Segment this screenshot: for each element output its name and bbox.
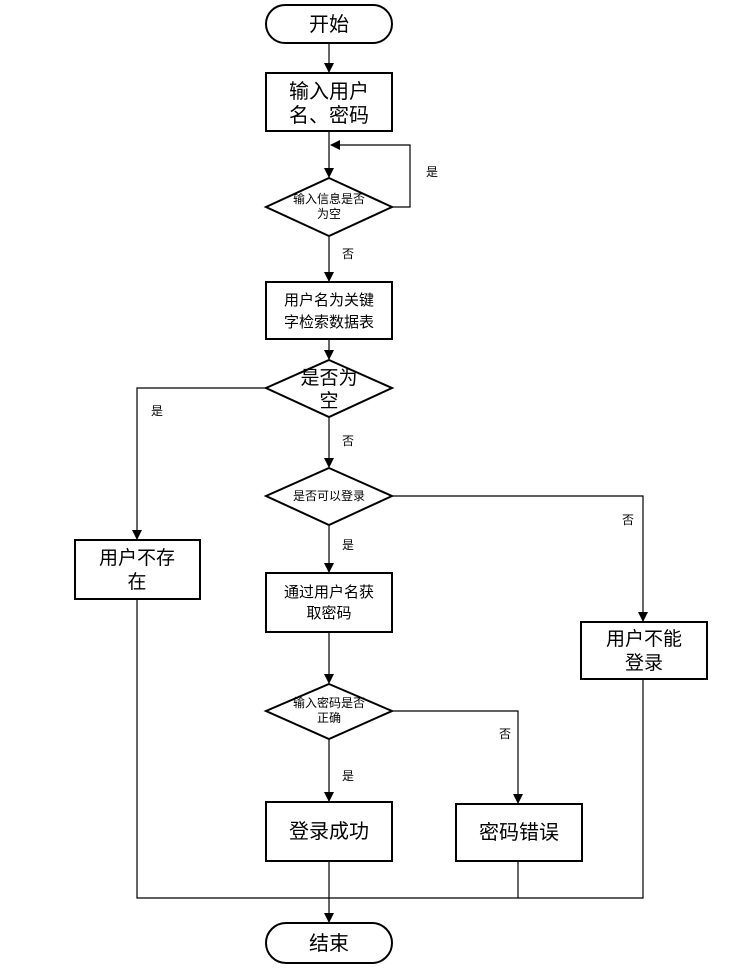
- connectors: [132, 43, 648, 923]
- user-cannot-login-line-1: 用户不能: [606, 628, 682, 650]
- label-yes-can-login: 是: [342, 538, 354, 552]
- label-no-password: 否: [499, 727, 511, 741]
- label-no-can-login: 否: [622, 513, 634, 527]
- search-line-1: 用户名为关键: [284, 291, 374, 309]
- result-empty-decision: 是否为 空: [263, 358, 395, 419]
- login-success-box: 登录成功: [265, 801, 393, 862]
- start-terminal: 开始: [265, 4, 393, 44]
- can-login-decision: 是否可以登录: [263, 466, 395, 527]
- check-empty-line-2: 为空: [317, 207, 341, 221]
- input-credentials-box: 输入用户 名、密码: [265, 72, 393, 132]
- get-password-box: 通过用户名获 取密码: [265, 572, 393, 633]
- password-wrong-text: 密码错误: [479, 820, 559, 844]
- login-success-text: 登录成功: [289, 819, 369, 843]
- user-not-exist-box: 用户不存 在: [74, 539, 201, 600]
- result-empty-line-2: 空: [319, 390, 338, 412]
- edge-password-wrong-merge: [329, 861, 519, 899]
- check-empty-line-1: 输入信息是否: [293, 191, 365, 206]
- user-not-exist-line-1: 用户不存: [99, 547, 175, 569]
- label-yes-loop: 是: [426, 165, 438, 179]
- check-empty-decision: 输入信息是否 为空: [263, 176, 395, 238]
- label-no-check-empty: 否: [342, 247, 354, 261]
- edge-labels: 是 否 是 否 是 否 否 是: [151, 165, 634, 783]
- password-correct-line-2: 正确: [317, 711, 341, 725]
- user-cannot-login-line-2: 登录: [625, 652, 663, 674]
- edge-user-not-exist-merge: [136, 599, 329, 899]
- label-yes-password: 是: [342, 769, 354, 783]
- get-password-line-1: 通过用户名获: [284, 583, 374, 601]
- password-correct-line-1: 输入密码是否: [293, 695, 365, 710]
- password-wrong-box: 密码错误: [455, 803, 583, 862]
- password-correct-decision: 输入密码是否 正确: [263, 682, 395, 741]
- edge-password-no: [392, 710, 523, 804]
- edge-cannot-login-merge: [518, 679, 644, 899]
- result-empty-line-1: 是否为: [300, 367, 357, 389]
- input-text-line-2: 名、密码: [289, 103, 369, 127]
- label-yes-result-empty: 是: [151, 404, 163, 418]
- input-text-line-1: 输入用户: [289, 79, 369, 103]
- user-not-exist-line-2: 在: [127, 571, 146, 593]
- end-text: 结束: [309, 931, 349, 955]
- end-terminal: 结束: [265, 922, 393, 964]
- search-line-2: 字检索数据表: [284, 313, 374, 331]
- edge-check-empty-yes-loop: [330, 140, 411, 208]
- can-login-text: 是否可以登录: [293, 488, 365, 503]
- label-no-result-empty: 否: [342, 434, 354, 448]
- search-database-box: 用户名为关键 字检索数据表: [265, 281, 393, 340]
- get-password-line-2: 取密码: [306, 604, 351, 622]
- user-cannot-login-box: 用户不能 登录: [580, 621, 708, 680]
- edge-result-empty-yes: [132, 387, 266, 540]
- start-text: 开始: [309, 12, 349, 36]
- edge-can-login-no: [392, 495, 648, 622]
